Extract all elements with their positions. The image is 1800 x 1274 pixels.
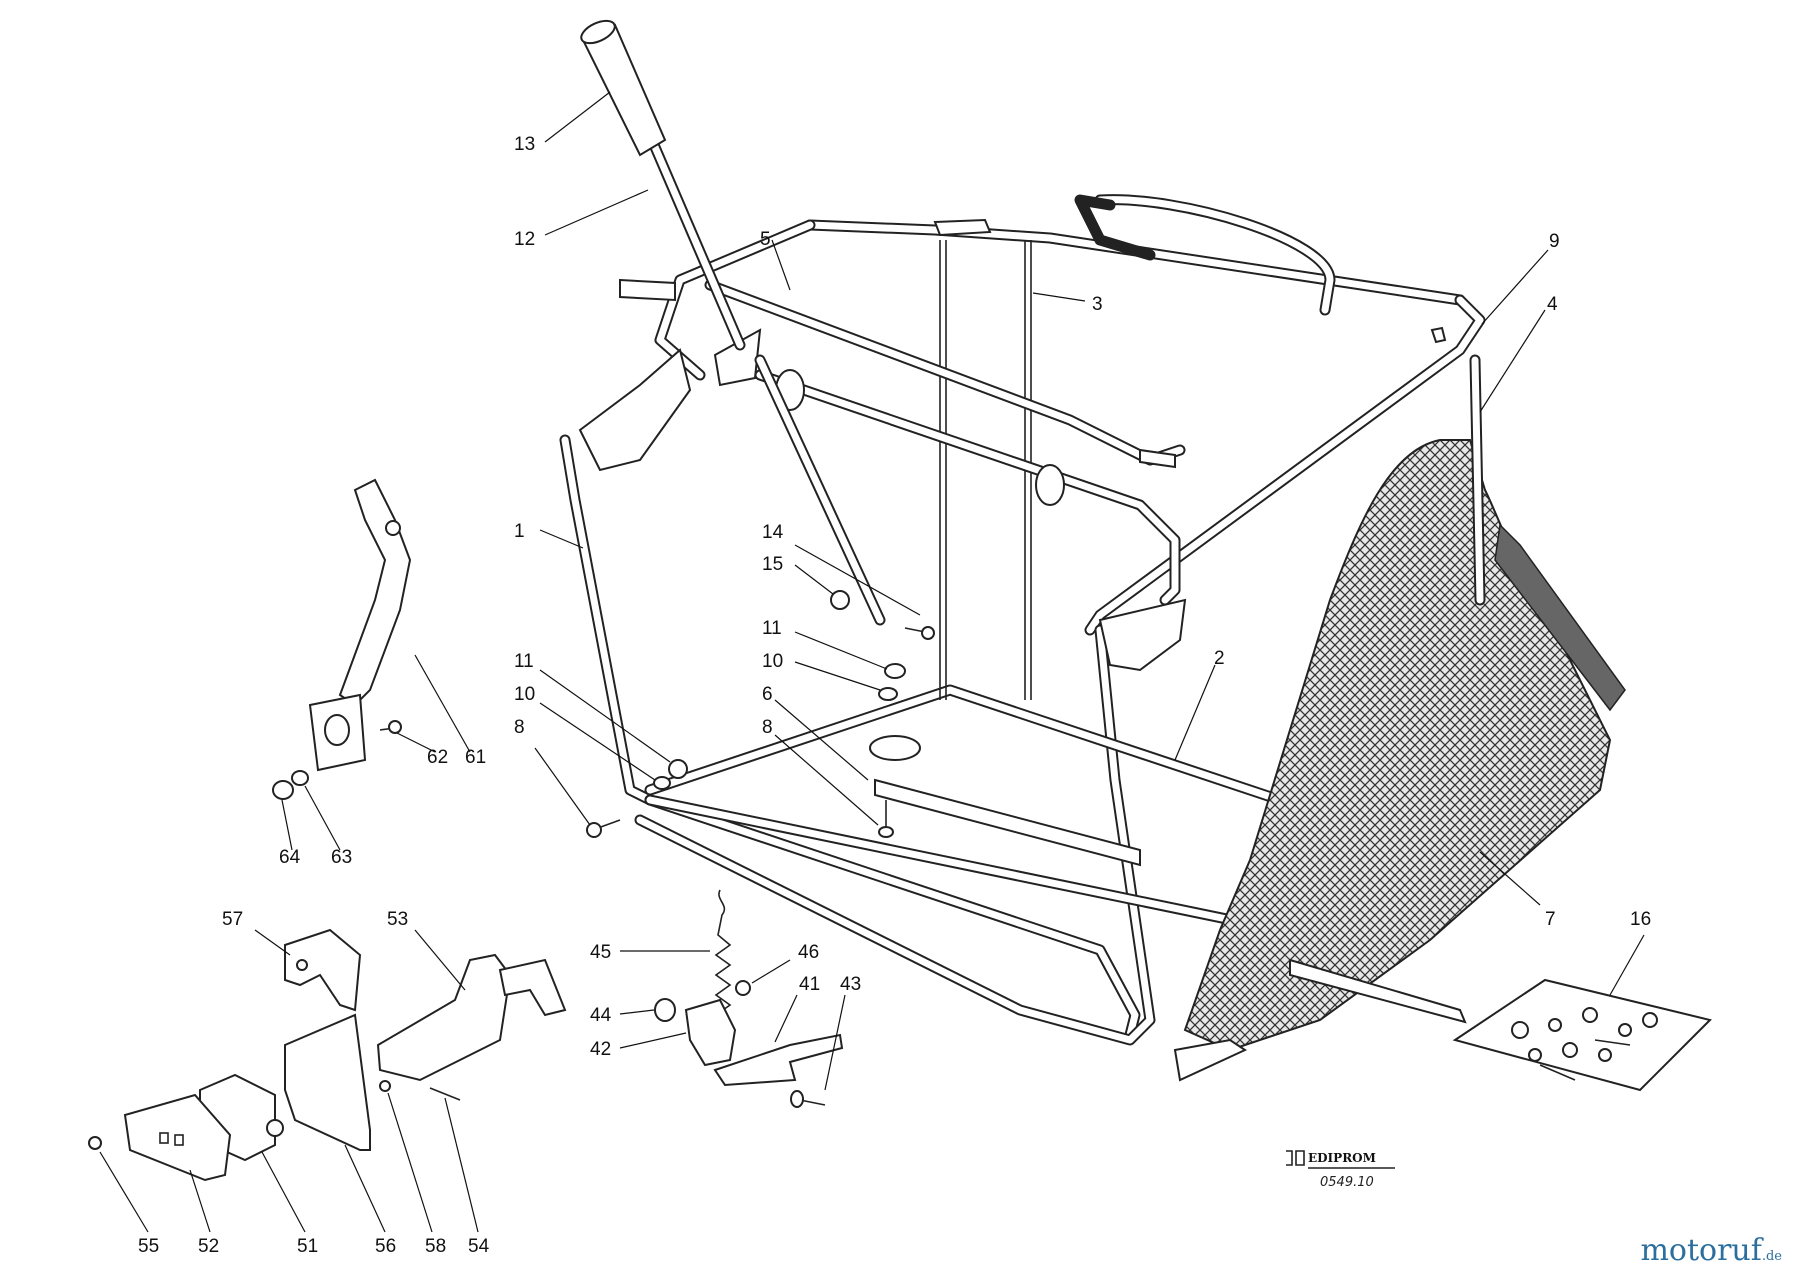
nut-11 [884,663,906,679]
ediprom-logo-icon [1286,1150,1305,1166]
callout-10-right: 10 [762,651,783,672]
callout-3: 3 [1092,294,1103,315]
callout-8-right: 8 [762,717,773,738]
bolt-8-left [586,819,621,838]
leader-lines [99,91,1645,1233]
screw-58 [379,1080,391,1092]
callout-56: 56 [375,1236,396,1257]
callout-58: 58 [425,1236,446,1257]
bolt-14 [904,626,935,640]
callout-64: 64 [279,847,301,868]
callout-52: 52 [198,1236,219,1257]
watermark-domain: .de [1761,1249,1782,1264]
callout-11-right: 11 [762,618,782,639]
bag-back [1494,523,1626,712]
callout-9: 9 [1549,231,1560,252]
callout-54: 54 [468,1236,490,1257]
bracket-53-arm [498,958,567,1017]
plate-52-slot-2 [174,1134,184,1146]
callout-57: 57 [222,909,243,930]
callout-2: 2 [1214,648,1225,669]
callout-43: 43 [840,974,861,995]
callout-62: 62 [427,747,448,768]
bolt-8-center [878,800,894,838]
bushing-44 [654,998,676,1022]
motoruf-watermark: motoruf.de [1640,1233,1782,1268]
hardware-kit-16 [1452,978,1712,1092]
callout-45: 45 [590,942,611,963]
catcher-bag [1183,439,1612,1052]
callout-5: 5 [760,229,771,250]
callout-55: 55 [138,1236,159,1257]
washer-10 [878,687,898,701]
callout-8-left: 8 [514,717,525,738]
bolt-43 [790,1090,826,1108]
publisher-mark: EDIPROM 0549.10 [1286,1150,1395,1190]
callout-1: 1 [514,521,525,542]
bottom-pad [869,735,921,761]
plate-52-slot-1 [159,1132,169,1144]
callout-42: 42 [590,1039,611,1060]
callout-6: 6 [762,684,773,705]
bottom-blade [1173,1038,1248,1082]
callout-46: 46 [798,942,819,963]
screw-55 [88,1136,102,1150]
washer-63 [291,770,309,786]
nut-11-left [668,759,688,779]
knob-51 [266,1119,284,1137]
lift-lever [580,19,886,626]
callout-15: 15 [762,554,783,575]
callout-7: 7 [1545,909,1556,930]
callout-12: 12 [514,229,535,250]
publisher-name: EDIPROM [1308,1151,1376,1165]
callout-labels: 13 12 5 3 9 4 1 14 15 11 10 11 10 6 8 8 … [138,134,1651,1257]
left-side-plate [578,348,692,472]
bracket-53 [376,953,512,1082]
bottom-strap [1289,958,1467,1024]
latch-plate-42 [684,998,737,1067]
callout-11-left: 11 [514,651,534,672]
nut-15 [830,590,850,610]
screw-9 [1430,326,1447,344]
callout-53: 53 [387,909,408,930]
callout-13: 13 [514,134,535,155]
callout-16: 16 [1630,909,1651,930]
plate-52 [123,1093,232,1182]
right-side-panel [1098,598,1187,672]
watermark-brand: motoruf [1640,1233,1762,1268]
hinge-shaft [754,369,1181,606]
drawing-code: 0549.10 [1320,1175,1374,1190]
callout-4: 4 [1547,294,1558,315]
callout-51: 51 [297,1236,318,1257]
cover-56 [284,1013,371,1151]
pedal-bracket-61 [308,478,412,772]
pin-54 [429,1087,461,1101]
callout-44: 44 [590,1005,612,1026]
nut-64 [272,780,294,800]
callout-10-left: 10 [514,684,535,705]
callout-14: 14 [762,522,784,543]
screw-46 [735,980,751,996]
washer-10-left [653,776,671,790]
hook-41 [713,1033,844,1087]
callout-41: 41 [799,974,820,995]
cross-rod-5 [619,278,1186,469]
strap-6 [874,778,1141,867]
callout-63: 63 [331,847,352,868]
latch-57 [284,928,362,1012]
callout-61: 61 [465,747,486,768]
